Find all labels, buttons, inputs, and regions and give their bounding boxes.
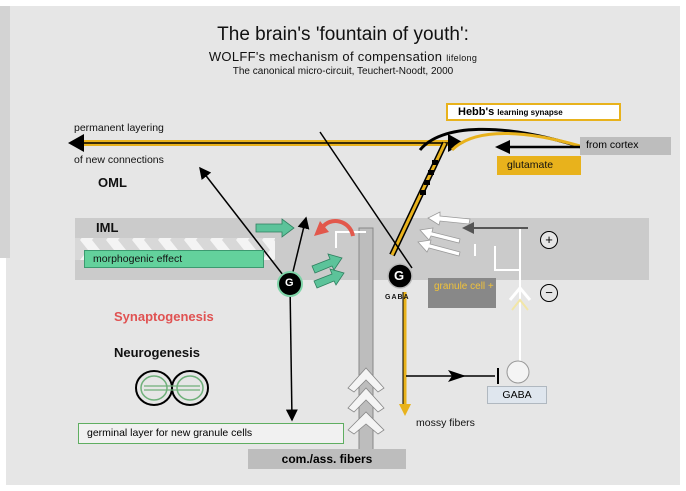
diagonal-fiber <box>319 131 413 269</box>
left-shade <box>0 6 10 258</box>
upward-chevron <box>508 285 532 301</box>
gaba-feedback-head <box>462 222 474 234</box>
granule-cell-box: granule cell + <box>428 278 496 308</box>
label-new-connections: of new connections <box>74 154 164 166</box>
g-green-label: G <box>285 277 294 289</box>
g-neuron-green <box>277 271 303 297</box>
red-curved-arrow-head <box>314 221 329 236</box>
com-ass-chevrons <box>347 367 385 435</box>
synaptic-boutons <box>420 160 438 195</box>
label-iml: IML <box>96 220 119 235</box>
g-black-label: G <box>394 268 405 283</box>
hebb-synapse-box: Hebb's learning synapse <box>446 103 621 121</box>
minus-sign: − <box>540 284 558 302</box>
label-permanent-layering: permanent layering <box>74 122 164 134</box>
cortex-curve-gold <box>450 132 581 152</box>
diagram-citation: The canonical micro-circuit, Teuchert-No… <box>232 66 454 77</box>
from-cortex-box: from cortex <box>580 137 671 155</box>
red-curved-arrow <box>320 219 355 237</box>
label-mossy-fibers: mossy fibers <box>416 417 475 429</box>
inhibitory-branch <box>494 246 520 271</box>
g-neuron-gaba <box>387 263 413 289</box>
mossy-to-gaba-head <box>448 370 466 382</box>
germinal-layer-box: germinal layer for new granule cells <box>78 423 344 444</box>
layering-arrow-left-head <box>68 134 84 152</box>
cortex-input-head <box>495 140 510 154</box>
label-gaba-cell: GABA <box>385 294 410 301</box>
label-synaptogenesis: Synaptogenesis <box>114 309 214 324</box>
label-oml: OML <box>98 175 127 190</box>
subtitle-main: WOLFF's mechanism of compensation <box>208 49 443 64</box>
neurogenesis-icon <box>135 370 209 406</box>
white-arrows <box>417 211 471 257</box>
com-ass-bracket <box>335 231 366 248</box>
layering-arrow-right-head <box>448 134 464 152</box>
gaba-interneuron <box>506 360 530 384</box>
diagram-title: The brain's 'fountain of youth': <box>217 24 469 45</box>
mossy-fiber-head <box>399 404 411 416</box>
glutamate-box: glutamate <box>497 156 581 175</box>
label-neurogenesis: Neurogenesis <box>114 345 200 360</box>
hebb-suffix: learning synapse <box>497 108 563 117</box>
hebb-main: Hebb's <box>458 106 495 118</box>
green-arrows <box>255 218 345 289</box>
plus-sign: + <box>540 231 558 249</box>
morphogenic-effect-box: morphogenic effect <box>84 250 264 268</box>
gaba-box: GABA <box>487 386 547 404</box>
com-ass-fibers-label: com./ass. fibers <box>248 449 406 469</box>
upward-chevron-2 <box>511 298 529 311</box>
subtitle-suffix: lifelong <box>446 53 478 63</box>
diagram-subtitle: WOLFF's mechanism of compensation lifelo… <box>0 49 686 64</box>
